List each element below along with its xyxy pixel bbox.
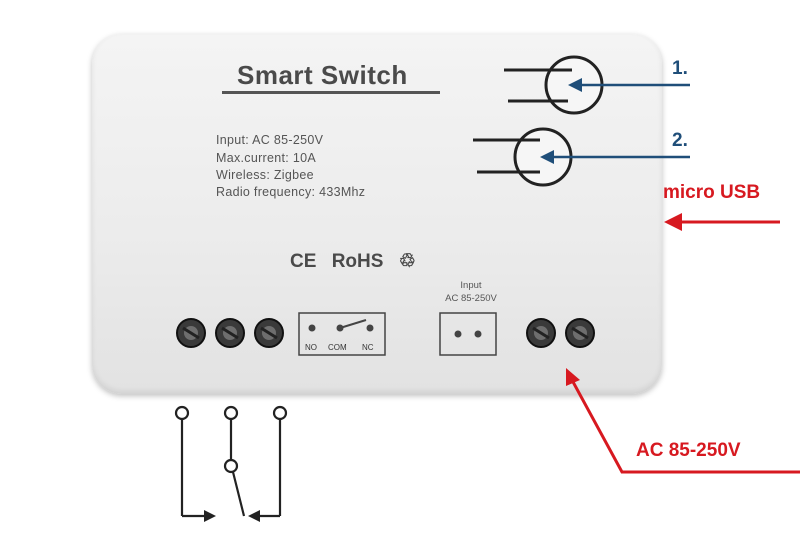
arrow-micro-usb	[664, 213, 780, 231]
schematic-arrow-right	[248, 510, 260, 522]
relay-label-com: COM	[328, 343, 347, 352]
certification-marks: CE RoHS ♲	[290, 250, 426, 273]
device-title: Smart Switch	[237, 60, 408, 90]
input-socket	[439, 312, 497, 356]
ce-mark: CE	[290, 251, 317, 272]
terminal-screw-1	[176, 318, 206, 348]
spec-input: Input: AC 85-250V	[216, 133, 324, 147]
spec-wireless: Wireless: Zigbee	[216, 168, 314, 182]
input-label-title: Input	[460, 280, 482, 291]
title-underline	[222, 91, 440, 94]
callout-button-2: 2.	[672, 130, 688, 151]
terminal-screw-3	[254, 318, 284, 348]
callout-ac-power: AC 85-250V	[636, 440, 741, 461]
schematic-arrow-left	[204, 510, 216, 522]
recycle-icon: ♲	[398, 251, 416, 272]
arrow-ac-power	[566, 368, 800, 474]
spec-radio-frequency: Radio frequency: 433Mhz	[216, 185, 366, 199]
relay-label-no: NO	[305, 343, 317, 352]
power-terminal-1	[526, 318, 556, 348]
relay-wiring-schematic	[174, 405, 288, 518]
rohs-mark: RoHS	[331, 251, 384, 272]
arrow-button-1	[568, 78, 690, 92]
callout-button-1: 1.	[672, 58, 688, 79]
arrow-button-2	[540, 150, 690, 164]
input-label-voltage: AC 85-250V	[445, 293, 497, 304]
terminal-screw-2	[215, 318, 245, 348]
relay-label-nc: NC	[362, 343, 374, 352]
spec-max-current: Max.current: 10A	[216, 151, 316, 165]
power-terminal-2	[565, 318, 595, 348]
relay-contact-box	[298, 312, 386, 356]
callout-micro-usb: micro USB	[663, 182, 761, 203]
